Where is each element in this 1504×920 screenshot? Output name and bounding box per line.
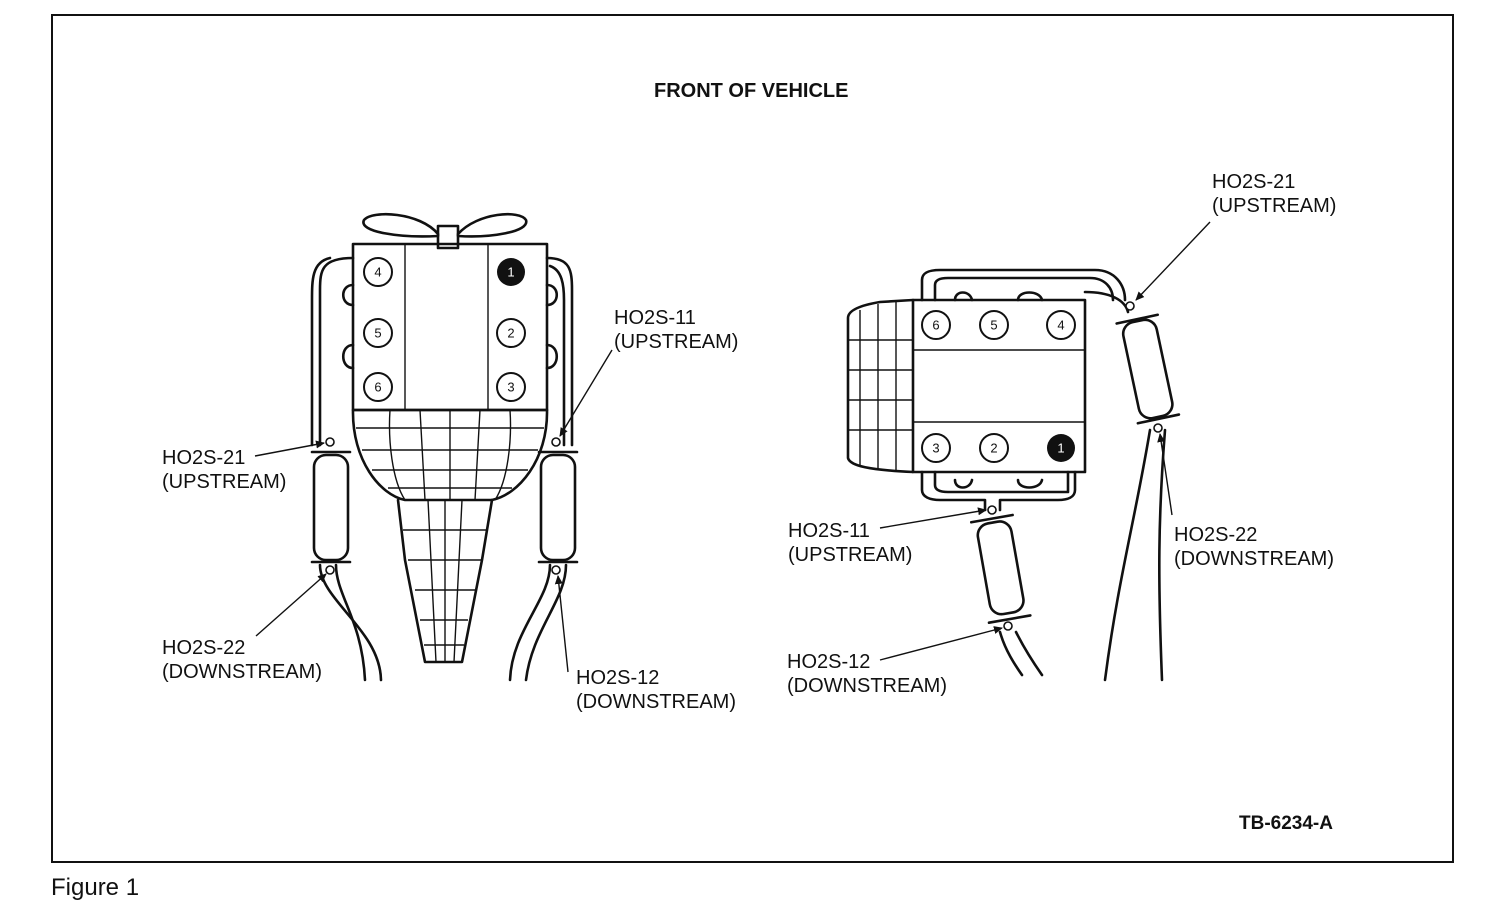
svg-text:1: 1 <box>1057 441 1064 456</box>
svg-text:6: 6 <box>374 380 381 395</box>
left-ho2s-21-position: (UPSTREAM) <box>162 471 287 493</box>
svg-text:1: 1 <box>507 265 514 280</box>
svg-text:5: 5 <box>990 318 997 333</box>
figure-caption: Figure 1 <box>51 874 140 901</box>
svg-text:6: 6 <box>932 318 939 333</box>
left-ho2s-22-position: (DOWNSTREAM) <box>162 661 322 683</box>
right-ho2s-22-name: HO2S-22 <box>1174 524 1258 546</box>
left-ho2s-21-name: HO2S-21 <box>162 447 246 469</box>
diagram-title: FRONT OF VEHICLE <box>654 80 849 102</box>
left-cylinder-1: 1 <box>497 258 525 286</box>
left-cylinder-2: 2 <box>496 318 526 348</box>
right-ho2s-11-arrow <box>879 507 987 529</box>
right-ho2s-22-label: HO2S-22 (DOWNSTREAM) <box>1174 523 1334 571</box>
right-cylinder-1: 1 <box>1047 434 1075 462</box>
left-cylinder-3: 3 <box>496 372 526 402</box>
left-engine: 4 5 6 1 2 3 <box>254 212 613 682</box>
left-ho2s-22-name: HO2S-22 <box>162 637 246 659</box>
svg-text:4: 4 <box>374 265 381 280</box>
left-ho2s-12-position: (DOWNSTREAM) <box>576 691 736 713</box>
right-ho2s-21-label: HO2S-21 (UPSTREAM) <box>1212 170 1336 218</box>
right-ho2s-11-name: HO2S-11 <box>788 520 870 542</box>
left-ho2s-11-label: HO2S-11 (UPSTREAM) <box>614 306 738 354</box>
left-ho2s-21-label: HO2S-21 (UPSTREAM) <box>162 446 286 494</box>
right-ho2s-11-label: HO2S-11 (UPSTREAM) <box>788 519 912 567</box>
svg-text:3: 3 <box>507 380 514 395</box>
figure-frame <box>51 14 1454 863</box>
left-ho2s-21-arrow <box>254 440 325 457</box>
right-ho2s-12-arrow <box>879 626 1003 661</box>
left-ho2s-12-arrow <box>554 575 569 673</box>
right-ho2s-21-position: (UPSTREAM) <box>1212 195 1337 217</box>
left-ho2s-12-name: HO2S-12 <box>576 667 660 689</box>
right-ho2s-11-position: (UPSTREAM) <box>788 544 913 566</box>
right-ho2s-12-position: (DOWNSTREAM) <box>787 675 947 697</box>
left-cylinder-5: 5 <box>363 318 393 348</box>
right-engine: 6 5 4 3 2 1 <box>846 221 1211 682</box>
right-cylinder-3: 3 <box>921 433 951 463</box>
right-cylinder-4: 4 <box>1046 310 1076 340</box>
right-ho2s-22-position: (DOWNSTREAM) <box>1174 548 1334 570</box>
right-ho2s-12-label: HO2S-12 (DOWNSTREAM) <box>787 650 947 698</box>
right-cylinder-6: 6 <box>921 310 951 340</box>
svg-text:3: 3 <box>932 441 939 456</box>
left-ho2s-11-position: (UPSTREAM) <box>614 331 739 353</box>
left-engine-fan <box>362 212 528 250</box>
left-ho2s-22-arrow <box>255 573 327 637</box>
right-cylinder-2: 2 <box>979 433 1009 463</box>
left-ho2s-11-arrow <box>559 349 613 437</box>
drawing-number: TB-6234-A <box>1239 813 1333 834</box>
svg-text:2: 2 <box>990 441 997 456</box>
right-ho2s-12-name: HO2S-12 <box>787 651 871 673</box>
svg-text:4: 4 <box>1057 318 1064 333</box>
right-ho2s-21-name: HO2S-21 <box>1212 171 1296 193</box>
svg-text:2: 2 <box>507 326 514 341</box>
left-ho2s-11-name: HO2S-11 <box>614 307 696 329</box>
right-ho2s-21-arrow <box>1135 221 1211 301</box>
svg-text:5: 5 <box>374 326 381 341</box>
left-cylinder-6: 6 <box>363 372 393 402</box>
right-cylinder-5: 5 <box>979 310 1009 340</box>
right-ho2s-22-arrow <box>1157 433 1173 516</box>
left-ho2s-22-label: HO2S-22 (DOWNSTREAM) <box>162 636 322 684</box>
left-cylinder-4: 4 <box>363 257 393 287</box>
left-ho2s-12-label: HO2S-12 (DOWNSTREAM) <box>576 666 736 714</box>
